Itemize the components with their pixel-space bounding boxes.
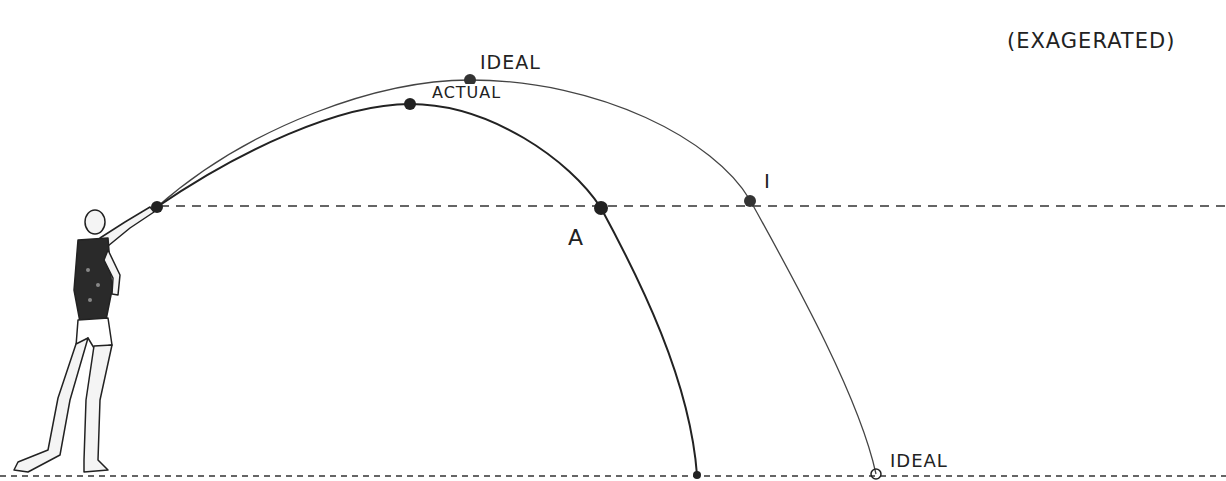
actual-apex <box>404 98 416 110</box>
actual-landing <box>693 471 701 479</box>
note-label: (EXAGERATED) <box>1005 30 1177 53</box>
ideal-trajectory <box>157 80 876 474</box>
ground-line <box>0 475 1226 477</box>
ideal-landing <box>871 469 881 479</box>
point-label: I <box>762 170 773 192</box>
trajectory-label: IDEAL <box>478 52 543 73</box>
ideal-point <box>744 195 756 207</box>
trajectory-label: ACTUAL <box>430 84 503 102</box>
actual-trajectory <box>157 104 697 475</box>
release-height-line <box>160 205 1226 207</box>
trajectory-label: IDEAL <box>888 451 950 471</box>
actual-point <box>594 201 608 215</box>
athlete-figure <box>14 207 154 472</box>
point-label: A <box>566 226 586 250</box>
